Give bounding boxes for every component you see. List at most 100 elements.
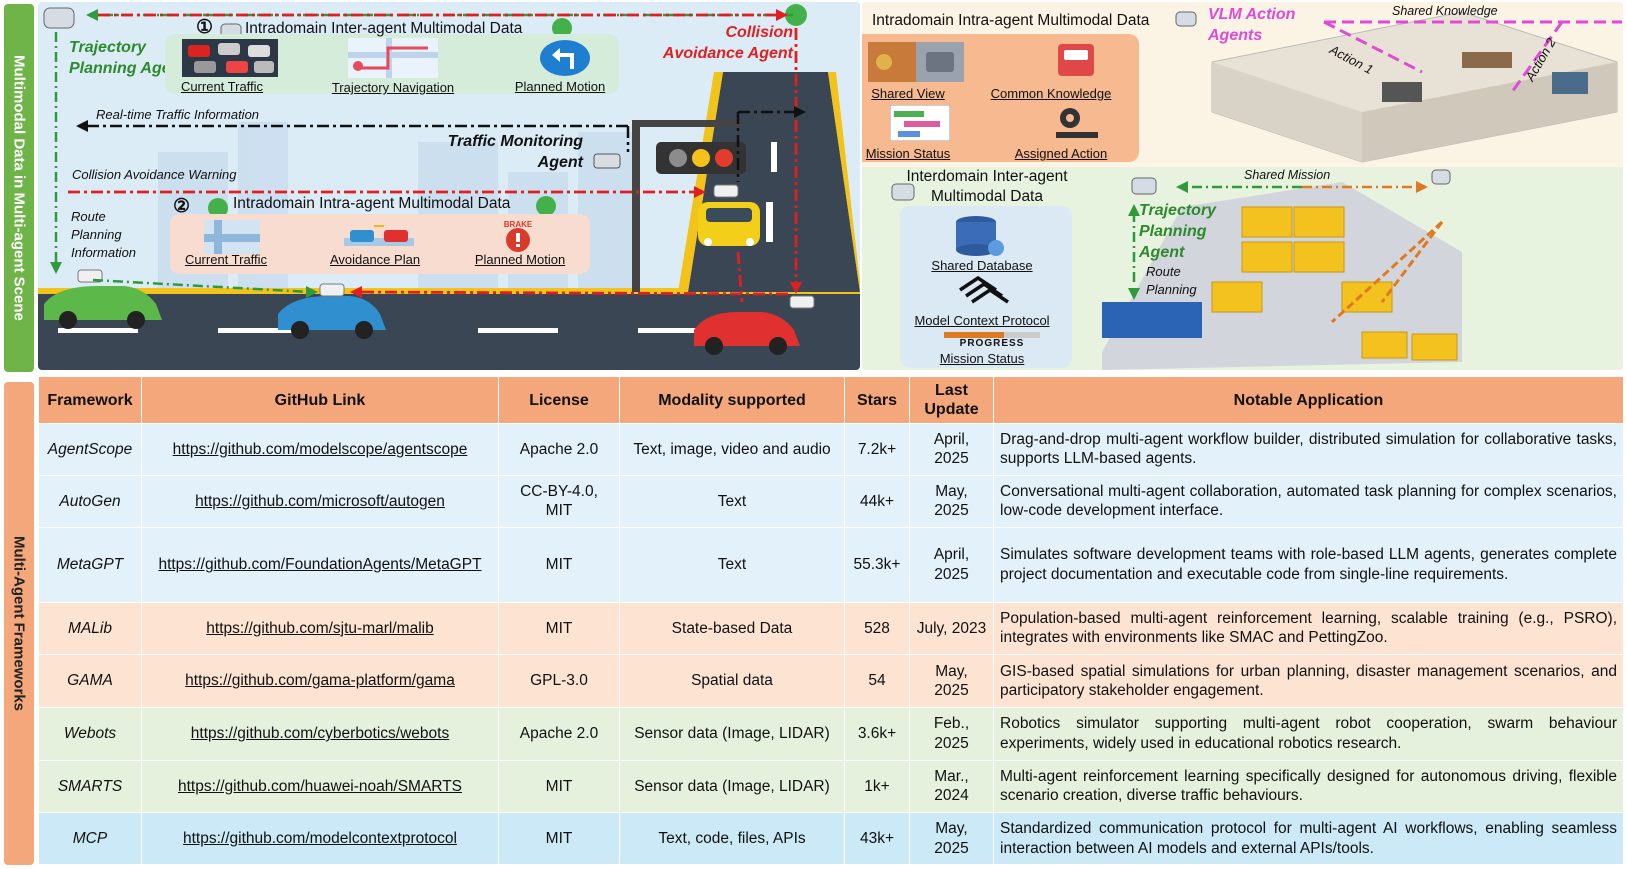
header-github-link: GitHub Link <box>141 376 499 424</box>
stars-cell: 3.6k+ <box>844 706 910 761</box>
modality-cell: Sensor data (Image, LIDAR) <box>619 706 845 761</box>
box2-number: ② <box>173 196 191 217</box>
avoidance-plan-icon <box>344 225 414 246</box>
update-cell: April, 2025 <box>909 423 994 476</box>
box1-item-trajectory-navigation: Trajectory Navigation <box>331 80 455 95</box>
header-framework: Framework <box>38 376 142 424</box>
application-cell: Drag-and-drop multi-agent workflow build… <box>993 423 1624 476</box>
flow-collision-warning: Collision Avoidance Warning <box>72 167 237 182</box>
update-cell: May, 2025 <box>909 474 994 529</box>
framework-cell: MCP <box>38 812 142 865</box>
license-cell: GPL-3.0 <box>498 654 620 708</box>
box3-item-common-knowledge: Common Knowledge <box>990 86 1112 101</box>
github-link[interactable]: https://github.com/modelscope/agentscope <box>141 423 499 476</box>
framework-cell: MetaGPT <box>38 527 142 603</box>
box3-item-shared-view: Shared View <box>871 86 945 101</box>
turn-arrow-icon <box>540 40 590 76</box>
frameworks-banner: Multi-Agent Frameworks <box>4 382 34 865</box>
stars-cell: 55.3k+ <box>844 527 910 603</box>
mission-status-icon <box>890 105 950 141</box>
github-link[interactable]: https://github.com/gama-platform/gama <box>141 654 499 708</box>
box3-item-mission-status: Mission Status <box>865 146 951 161</box>
update-cell: Mar., 2024 <box>909 759 994 814</box>
vlm-agents-label: VLM Action Agents <box>1208 6 1296 44</box>
modality-cell: Text, code, files, APIs <box>619 812 845 865</box>
red-car-icon <box>694 312 800 355</box>
stars-cell: 44k+ <box>844 474 910 529</box>
table-row: GAMA https://github.com/gama-platform/ga… <box>38 654 1624 708</box>
warehouse-route-planning-label: Route Planning <box>1146 264 1197 297</box>
header-license: License <box>498 376 620 424</box>
brake-label: BRAKE <box>503 220 533 229</box>
table-row: SMARTS https://github.com/huawei-noah/SM… <box>38 759 1624 814</box>
traffic-agent-label: Traffic Monitoring Agent <box>447 133 583 171</box>
shared-mission-label: Shared Mission <box>1244 168 1331 182</box>
box2-item-current-traffic: Current Traffic <box>184 252 268 267</box>
box1-item-planned-motion: Planned Motion <box>514 79 606 94</box>
modality-cell: Spatial data <box>619 654 845 708</box>
github-link[interactable]: https://github.com/cyberbotics/webots <box>141 706 499 761</box>
shared-view-icon <box>868 42 964 82</box>
update-cell: May, 2025 <box>909 654 994 708</box>
stars-cell: 7.2k+ <box>844 423 910 476</box>
green-car-icon <box>44 286 162 329</box>
license-cell: Apache 2.0 <box>498 423 620 476</box>
license-cell: CC-BY-4.0, MIT <box>498 474 620 529</box>
github-link[interactable]: https://github.com/microsoft/autogen <box>141 474 499 529</box>
box4-title: Interdomain Inter-agent Multimodal Data <box>906 168 1068 205</box>
box4-item-mcp: Model Context Protocol <box>914 313 1050 328</box>
box4-item-shared-database: Shared Database <box>931 258 1033 273</box>
table-row: Webots https://github.com/cyberbotics/we… <box>38 706 1624 761</box>
box3-title: Intradomain Intra-agent Multimodal Data <box>872 12 1150 29</box>
framework-cell: SMARTS <box>38 759 142 814</box>
traffic-scene: Trajectory Planning Agent Collision Avoi… <box>38 2 860 370</box>
progress-bar-icon <box>944 332 1040 338</box>
flow-realtime-traffic: Real-time Traffic Information <box>96 107 260 122</box>
box3-item-assigned-action: Assigned Action <box>1014 146 1108 161</box>
box1-title: Intradomain Inter-agent Multimodal Data <box>245 20 523 37</box>
stars-cell: 528 <box>844 601 910 656</box>
framework-cell: MALib <box>38 601 142 656</box>
application-cell: Standardized communication protocol for … <box>993 812 1624 865</box>
application-cell: Simulates software development teams wit… <box>993 527 1624 603</box>
header-last-update: Last Update <box>909 376 994 424</box>
license-cell: MIT <box>498 759 620 814</box>
github-link[interactable]: https://github.com/FoundationAgents/Meta… <box>141 527 499 603</box>
table-header-row: Framework GitHub Link License Modality s… <box>38 376 1624 424</box>
modality-cell: Sensor data (Image, LIDAR) <box>619 759 845 814</box>
box2-item-avoidance-plan: Avoidance Plan <box>329 252 421 267</box>
box1-number: ① <box>196 17 214 38</box>
application-cell: Multi-agent reinforcement learning speci… <box>993 759 1624 814</box>
database-icon <box>956 216 1004 256</box>
mcp-logo-icon <box>959 276 1009 304</box>
license-cell: Apache 2.0 <box>498 706 620 761</box>
table-row: MetaGPT https://github.com/FoundationAge… <box>38 527 1624 603</box>
header-notable-application: Notable Application <box>993 376 1624 424</box>
table-row: AgentScope https://github.com/modelscope… <box>38 423 1624 476</box>
box1-item-current-traffic: Current Traffic <box>180 79 264 94</box>
shared-knowledge-label: Shared Knowledge <box>1392 4 1498 18</box>
frameworks-table: Framework GitHub Link License Modality s… <box>38 376 1624 865</box>
update-cell: Feb., 2025 <box>909 706 994 761</box>
scene-banner: Multimodal Data in Multi-agent Scene <box>4 4 34 372</box>
brake-warning-icon <box>506 228 530 252</box>
modality-cell: Text, image, video and audio <box>619 423 845 476</box>
framework-cell: GAMA <box>38 654 142 708</box>
github-link[interactable]: https://github.com/sjtu-marl/malib <box>141 601 499 656</box>
github-link[interactable]: https://github.com/huawei-noah/SMARTS <box>141 759 499 814</box>
license-cell: MIT <box>498 812 620 865</box>
blue-car-icon <box>278 296 386 339</box>
framework-cell: AgentScope <box>38 423 142 476</box>
license-cell: MIT <box>498 601 620 656</box>
github-link[interactable]: https://github.com/modelcontextprotocol <box>141 812 499 865</box>
knowledge-book-icon <box>1058 44 1094 76</box>
traffic-cars-icon <box>182 39 278 77</box>
stars-cell: 43k+ <box>844 812 910 865</box>
home-warehouse-scene: ③ Intradomain Intra-agent Multimodal Dat… <box>862 2 1623 370</box>
box4-item-mission-status: Mission Status <box>939 351 1025 366</box>
stars-cell: 1k+ <box>844 759 910 814</box>
update-cell: July, 2023 <box>909 601 994 656</box>
update-cell: May, 2025 <box>909 812 994 865</box>
trajectory-agent-label: Trajectory Planning Agent <box>69 39 186 77</box>
framework-cell: Webots <box>38 706 142 761</box>
